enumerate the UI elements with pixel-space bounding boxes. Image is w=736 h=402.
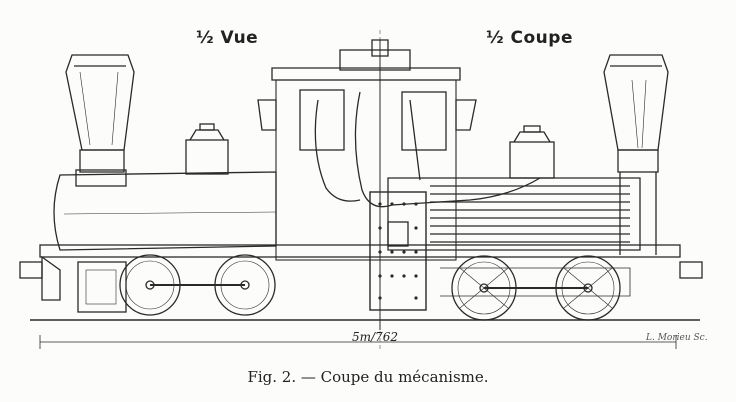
half-section-label: ½ Coupe	[486, 28, 573, 48]
boiler-view	[53, 171, 277, 251]
sand-dome-left	[185, 123, 229, 175]
right-wheels	[440, 255, 631, 321]
dimension-label: 5m/762	[352, 330, 398, 344]
steam-dome-right	[509, 125, 555, 179]
left-wheels	[77, 254, 276, 316]
boiler-section	[314, 91, 641, 311]
left-chimney	[65, 54, 135, 187]
right-chimney	[603, 54, 669, 255]
dimension-line	[39, 335, 677, 349]
engraver-signature: L. Morieu Sc.	[646, 333, 708, 343]
half-view-label: ½ Vue	[196, 28, 259, 48]
figure-caption: Fig. 2. — Coupe du mécanisme.	[247, 368, 489, 386]
cab	[257, 39, 477, 330]
frame	[19, 244, 703, 301]
